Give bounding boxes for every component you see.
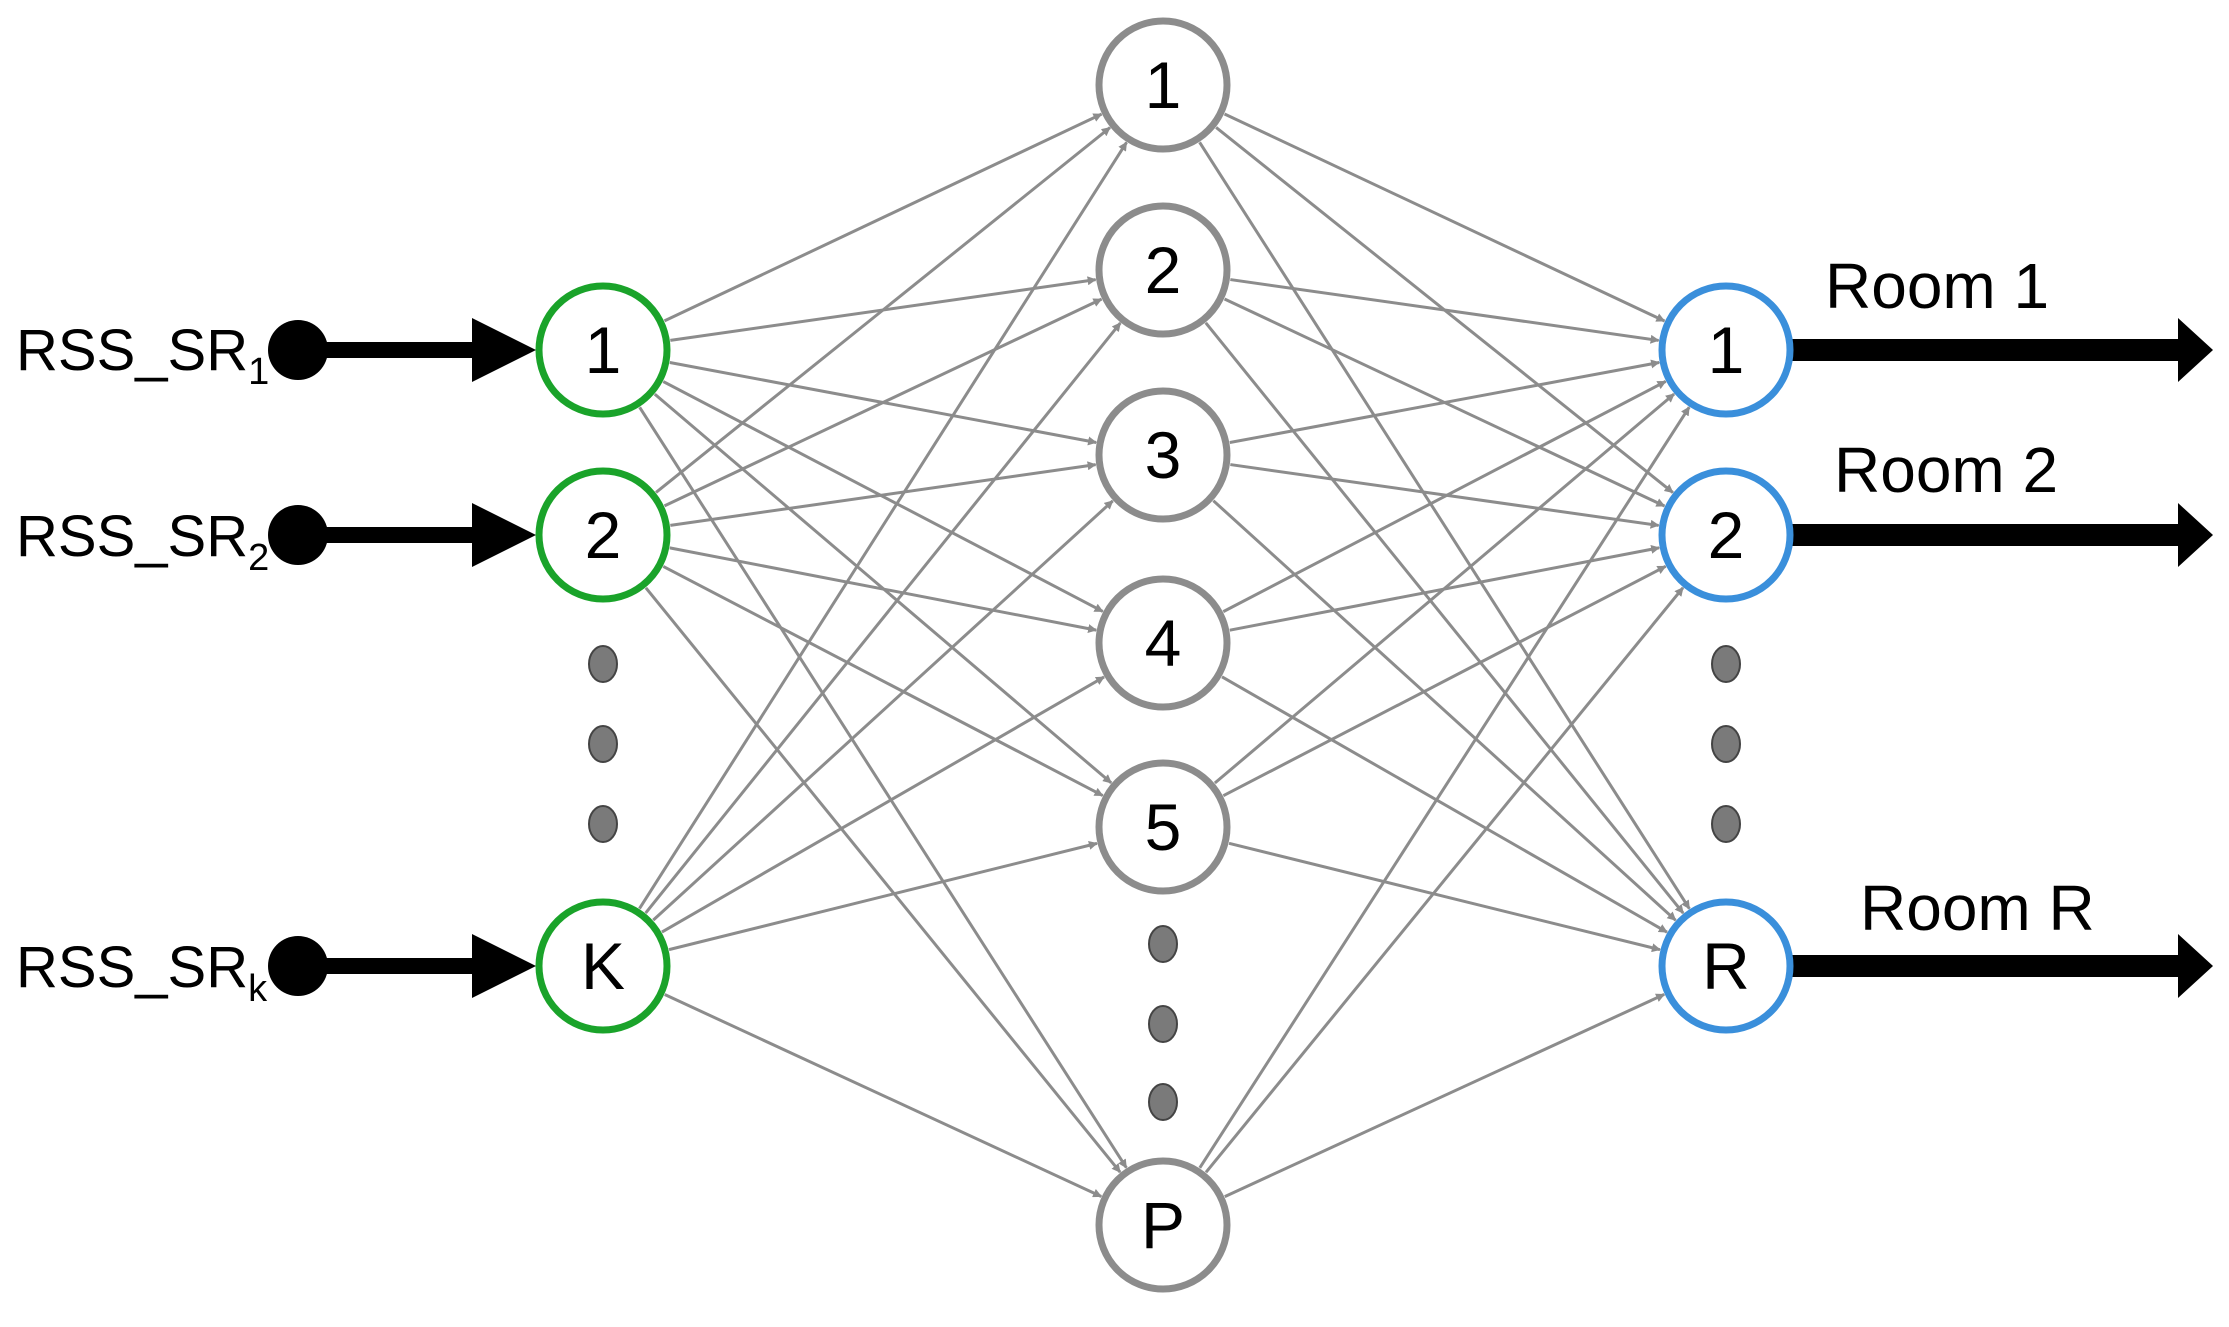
output-ellipsis xyxy=(1711,645,1741,843)
edge-input-3-hidden-5 xyxy=(668,840,1098,952)
hidden-node-2: 2 xyxy=(1095,202,1231,338)
edge-hidden-6-output-2 xyxy=(1204,586,1685,1174)
hidden-node-1: 1 xyxy=(1095,17,1231,153)
hidden-node-p: P xyxy=(1095,1157,1231,1293)
edge-input-3-hidden-1 xyxy=(638,141,1128,910)
hidden-node-2-label: 2 xyxy=(1145,233,1182,307)
output-node-2: 2 xyxy=(1658,467,1794,603)
output-layer: 1 2 R xyxy=(1658,282,1794,1034)
hidden-node-4: 4 xyxy=(1095,575,1231,711)
output-arrow-2 xyxy=(1790,503,2213,567)
edge-hidden-6-output-1 xyxy=(1198,406,1691,1169)
edge-input-3-hidden-6 xyxy=(664,993,1103,1198)
hidden-node-4-label: 4 xyxy=(1145,606,1182,680)
edge-input-3-hidden-3 xyxy=(652,499,1114,922)
edge-input-2-hidden-5 xyxy=(662,565,1104,797)
edge-input-1-hidden-1 xyxy=(663,112,1103,323)
edge-hidden-2-output-1 xyxy=(1230,278,1660,344)
edge-hidden-5-output-1 xyxy=(1213,392,1676,785)
edge-input-2-hidden-3 xyxy=(670,461,1097,527)
edge-hidden-6-output-3 xyxy=(1224,993,1666,1198)
edge-hidden-2-output-3 xyxy=(1204,321,1685,915)
edge-hidden-4-output-3 xyxy=(1221,675,1668,934)
output-node-2-label: 2 xyxy=(1708,498,1745,572)
hidden-ellipsis xyxy=(1148,925,1178,1121)
input-node-k-label: K xyxy=(581,929,625,1003)
connection-edges xyxy=(638,112,1691,1198)
edge-hidden-5-output-2 xyxy=(1222,564,1667,798)
edge-input-3-hidden-2 xyxy=(644,322,1122,914)
output-arrow-r xyxy=(1790,934,2213,998)
input-layer: 1 2 K xyxy=(535,282,671,1034)
input-label-2: RSS_SR2 xyxy=(16,504,269,579)
output-label-room-2: Room 2 xyxy=(1834,434,2058,506)
hidden-node-5-label: 5 xyxy=(1145,790,1182,864)
output-node-r-label: R xyxy=(1702,929,1750,1003)
input-arrow-k xyxy=(268,934,536,998)
output-node-1: 1 xyxy=(1658,282,1794,418)
input-label-k: RSS_SRk xyxy=(16,935,268,1010)
edge-hidden-3-output-1 xyxy=(1229,359,1661,445)
output-node-r: R xyxy=(1658,898,1794,1034)
hidden-node-1-label: 1 xyxy=(1145,48,1182,122)
input-node-2-label: 2 xyxy=(585,498,622,572)
edge-hidden-1-output-1 xyxy=(1223,112,1666,323)
output-node-1-label: 1 xyxy=(1708,313,1745,387)
input-arrow-2 xyxy=(268,503,536,567)
edge-input-2-hidden-6 xyxy=(644,586,1122,1174)
edge-hidden-3-output-3 xyxy=(1212,499,1677,922)
edge-input-2-hidden-1 xyxy=(655,126,1111,494)
edge-input-3-hidden-4 xyxy=(661,675,1105,934)
input-node-1-label: 1 xyxy=(585,313,622,387)
output-arrows xyxy=(1790,318,2213,998)
hidden-node-5: 5 xyxy=(1095,759,1231,895)
edge-hidden-1-output-3 xyxy=(1198,141,1691,910)
edge-hidden-5-output-3 xyxy=(1228,841,1661,953)
output-label-room-1: Room 1 xyxy=(1825,250,2049,322)
input-arrow-1 xyxy=(268,318,536,382)
input-node-1: 1 xyxy=(535,282,671,418)
input-node-2: 2 xyxy=(535,467,671,603)
edge-input-2-hidden-4 xyxy=(669,546,1098,634)
hidden-layer: 1 2 3 4 5 P xyxy=(1095,17,1231,1293)
input-label-1: RSS_SR1 xyxy=(16,318,269,393)
output-arrow-1 xyxy=(1790,318,2213,382)
hidden-node-3: 3 xyxy=(1095,387,1231,523)
input-node-k: K xyxy=(535,898,671,1034)
input-arrows xyxy=(268,318,536,998)
edge-input-1-hidden-6 xyxy=(638,406,1128,1169)
input-ellipsis xyxy=(588,645,618,843)
edge-input-2-hidden-2 xyxy=(663,297,1103,508)
hidden-node-p-label: P xyxy=(1141,1188,1185,1262)
edge-hidden-4-output-1 xyxy=(1222,380,1667,613)
hidden-node-3-label: 3 xyxy=(1145,418,1182,492)
output-label-room-r: Room R xyxy=(1860,872,2095,944)
